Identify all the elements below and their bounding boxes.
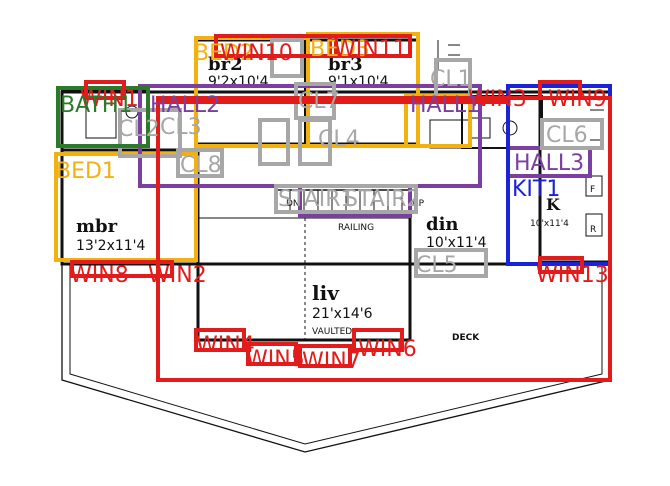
label-win7: WIN7 [302,349,361,374]
label-cl3: CL3 [160,115,202,140]
label-bed3: BED3 [310,37,370,62]
label-win2: WIN2 [148,263,207,288]
annotation-windows [70,34,612,382]
label-cl1: CL1 [430,67,472,92]
room-mbr-size: 13'2x11'4 [76,238,146,254]
deck-label: DECK [452,333,480,343]
railing-label: RAILING [338,223,374,233]
room-kit-name: K [546,195,561,214]
room-liv-size: 21'x14'6 [312,306,373,322]
room-liv-name: liv [312,281,340,305]
label-kit1: KIT1 [512,177,560,202]
label-win1: WIN1 [80,87,139,112]
label-cl4: CL4 [318,127,360,152]
label-stair1: STAIR1 [278,187,355,212]
label-bath1: BATH1 [60,93,132,118]
label-win4: WIN4 [196,333,255,358]
label-win8: WIN8 [70,263,129,288]
room-liv-note: VAULTED [312,327,352,337]
room-din-name: din [426,214,459,235]
label-hall1: HALL1 [410,93,480,118]
label-win5: WIN5 [246,347,305,372]
room-din-size: 10'x11'4 [426,235,487,251]
label-win13: WIN13 [536,263,609,288]
label-hall2: HALL2 [150,93,220,118]
label-win11: WIN11 [334,37,407,62]
label-cl5: CL5 [416,253,458,278]
label-cl2: CL2 [118,117,160,142]
label-cl6: CL6 [546,123,588,148]
label-bed1: BED1 [56,159,116,184]
room-mbr-name: mbr [76,216,118,237]
label-cl8: CL8 [180,153,222,178]
label-win9: WIN9 [548,87,607,112]
label-win3: WIN3 [468,87,527,112]
stair-up-label: UP [412,199,425,209]
annotation-bath [56,86,150,148]
room-kit-f: F [590,185,595,195]
label-win10: WIN10 [220,41,293,66]
label-cl7: CL7 [298,89,340,114]
room-kit-size: 10'x11'4 [530,219,569,229]
label-hall3: HALL3 [514,151,584,176]
room-br2-name: br2 [208,54,243,75]
room-br3-name: br3 [328,54,363,75]
room-kit-r: R [590,225,596,235]
stair-dn-label: DN [286,199,300,209]
label-win6: WIN6 [358,337,417,362]
label-bed2: BED2 [194,41,254,66]
label-stair2: STAIR2 [344,187,421,212]
